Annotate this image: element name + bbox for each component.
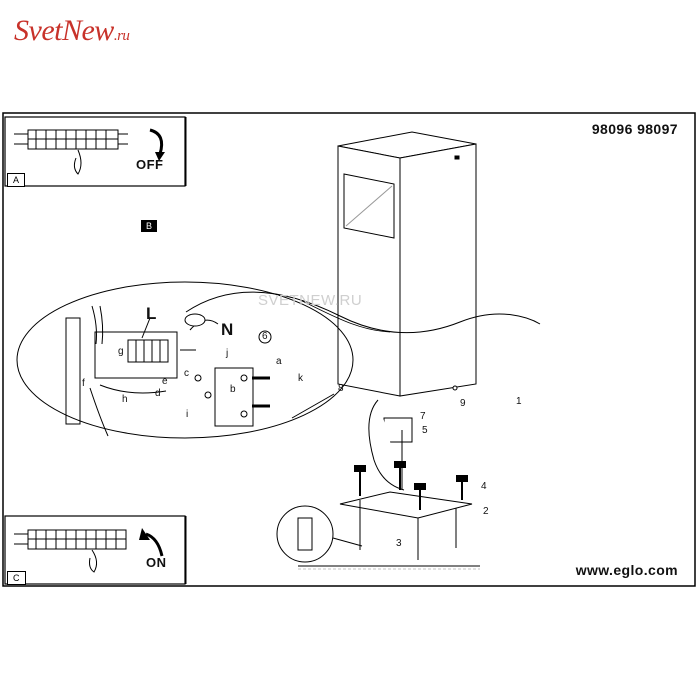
callout-b: b [230, 384, 236, 395]
callout-a: a [276, 356, 282, 367]
logo-domain: .ru [113, 28, 130, 44]
wiring-detail [65, 305, 270, 437]
ground-line [185, 291, 541, 334]
panel-a-tag: A [7, 173, 26, 187]
bollard-lamp [337, 131, 477, 397]
callout-f: f [82, 378, 85, 389]
callout-e: e [162, 376, 168, 387]
panel-a-frame [4, 116, 186, 187]
step-2: 2 [483, 506, 489, 517]
step-9: 9 [460, 398, 466, 409]
terminal-block-c [14, 529, 127, 573]
step-4: 4 [481, 481, 487, 492]
step-3: 3 [396, 538, 402, 549]
switch-off-label: OFF [136, 157, 164, 172]
callout-h: h [122, 394, 128, 405]
callout-j: j [226, 348, 229, 359]
watermark: SVETNEW.RU [258, 292, 363, 309]
switch-on-label: ON [146, 555, 167, 570]
screws [354, 461, 468, 510]
rotate-arrow-a [149, 128, 164, 155]
callout-d: d [155, 388, 161, 399]
neutral-label: N [221, 320, 234, 339]
logo-brand: SvetNew [14, 14, 114, 47]
phase-label: L [146, 304, 157, 323]
step-1: 1 [516, 396, 522, 407]
page-frame [2, 112, 696, 587]
callout-k: k [298, 373, 303, 384]
eglo-website[interactable]: www.eglo.com [575, 562, 678, 578]
callout-i: i [186, 409, 189, 420]
callout-g: g [118, 346, 124, 357]
step-8: 8 [338, 383, 344, 394]
panel-b-tag: B [141, 220, 158, 232]
panel-c-tag: C [7, 571, 26, 585]
callout-c: c [184, 368, 189, 379]
terminal-block-a [14, 129, 128, 175]
svetnew-logo[interactable]: SvetNew.ru [14, 14, 130, 48]
model-numbers: 98096 98097 [591, 121, 678, 137]
step-7: 7 [420, 411, 426, 422]
step-5: 5 [422, 425, 428, 436]
panel-c-frame [4, 515, 186, 585]
detail-magnifier [16, 281, 354, 439]
step-6: 6 [262, 331, 268, 342]
rotate-arrow-c [145, 532, 164, 557]
